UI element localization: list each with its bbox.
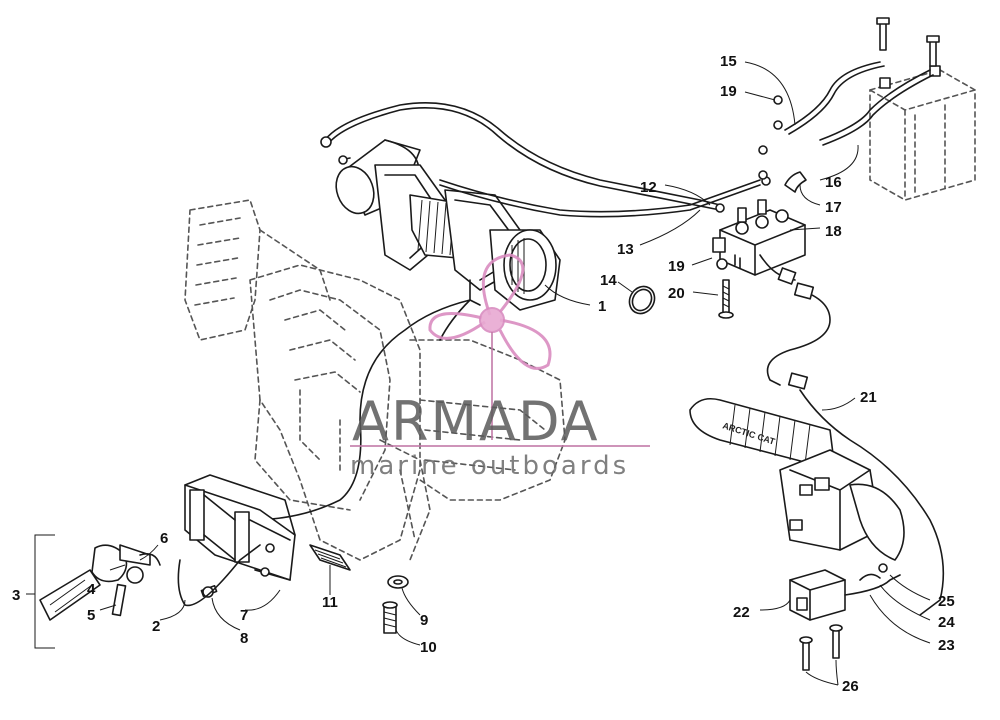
handlebar-switch xyxy=(689,397,905,561)
screws-26 xyxy=(799,624,843,671)
callout-26: 26 xyxy=(842,678,859,695)
hook-and-strap xyxy=(39,544,261,621)
callout-20: 20 xyxy=(668,285,685,302)
callout-4: 4 xyxy=(87,581,96,598)
callout-19-top: 19 xyxy=(720,83,737,100)
washer-9 xyxy=(387,575,409,589)
callout-24: 24 xyxy=(938,614,955,631)
callout-16: 16 xyxy=(825,174,842,191)
callout-25: 25 xyxy=(938,593,955,610)
callout-19-lower: 19 xyxy=(668,258,685,275)
watermark-brand: ARMADA xyxy=(352,390,600,453)
callout-12: 12 xyxy=(640,179,657,196)
watermark-tagline: marine outboards xyxy=(350,451,629,481)
callout-17: 17 xyxy=(825,199,842,216)
callout-1: 1 xyxy=(598,298,606,315)
cables-12-13 xyxy=(320,102,771,218)
propeller-logo-icon xyxy=(428,253,552,440)
callout-14: 14 xyxy=(600,272,617,289)
leader-lines xyxy=(99,61,931,686)
callout-11: 11 xyxy=(322,594,338,611)
winch-assembly xyxy=(335,139,561,311)
callout-9: 9 xyxy=(420,612,428,629)
group-bracket-3 xyxy=(26,534,55,649)
callout-21: 21 xyxy=(860,389,877,406)
harness-21 xyxy=(766,282,945,616)
battery-dashed xyxy=(869,65,976,201)
callout-15: 15 xyxy=(720,53,737,70)
callout-2: 2 xyxy=(152,618,160,635)
battery-cables xyxy=(716,17,940,270)
decal-11 xyxy=(309,544,351,571)
callout-23: 23 xyxy=(938,637,955,654)
callout-8: 8 xyxy=(240,630,248,647)
mount-bracket-22 xyxy=(789,563,901,621)
roller-fairlead-7 xyxy=(184,474,296,581)
bolt-10 xyxy=(382,601,398,634)
callout-22: 22 xyxy=(733,604,750,621)
callout-13: 13 xyxy=(617,241,634,258)
solenoid-18 xyxy=(712,199,806,285)
front-rack-dashed xyxy=(184,199,566,561)
bolt-8 xyxy=(200,584,218,598)
callout-7: 7 xyxy=(240,607,248,624)
callout-18: 18 xyxy=(825,223,842,240)
callout-numbers: 1 2 3 4 5 6 7 8 9 10 11 12 13 14 15 16 1… xyxy=(12,53,955,695)
callout-5: 5 xyxy=(87,607,95,624)
callout-3: 3 xyxy=(12,587,20,604)
watermark: ARMADA marine outboards xyxy=(350,253,650,481)
snap-ring-14 xyxy=(628,285,656,315)
bolt-20 xyxy=(718,279,734,319)
callout-10: 10 xyxy=(420,639,437,656)
callout-6: 6 xyxy=(160,530,168,547)
